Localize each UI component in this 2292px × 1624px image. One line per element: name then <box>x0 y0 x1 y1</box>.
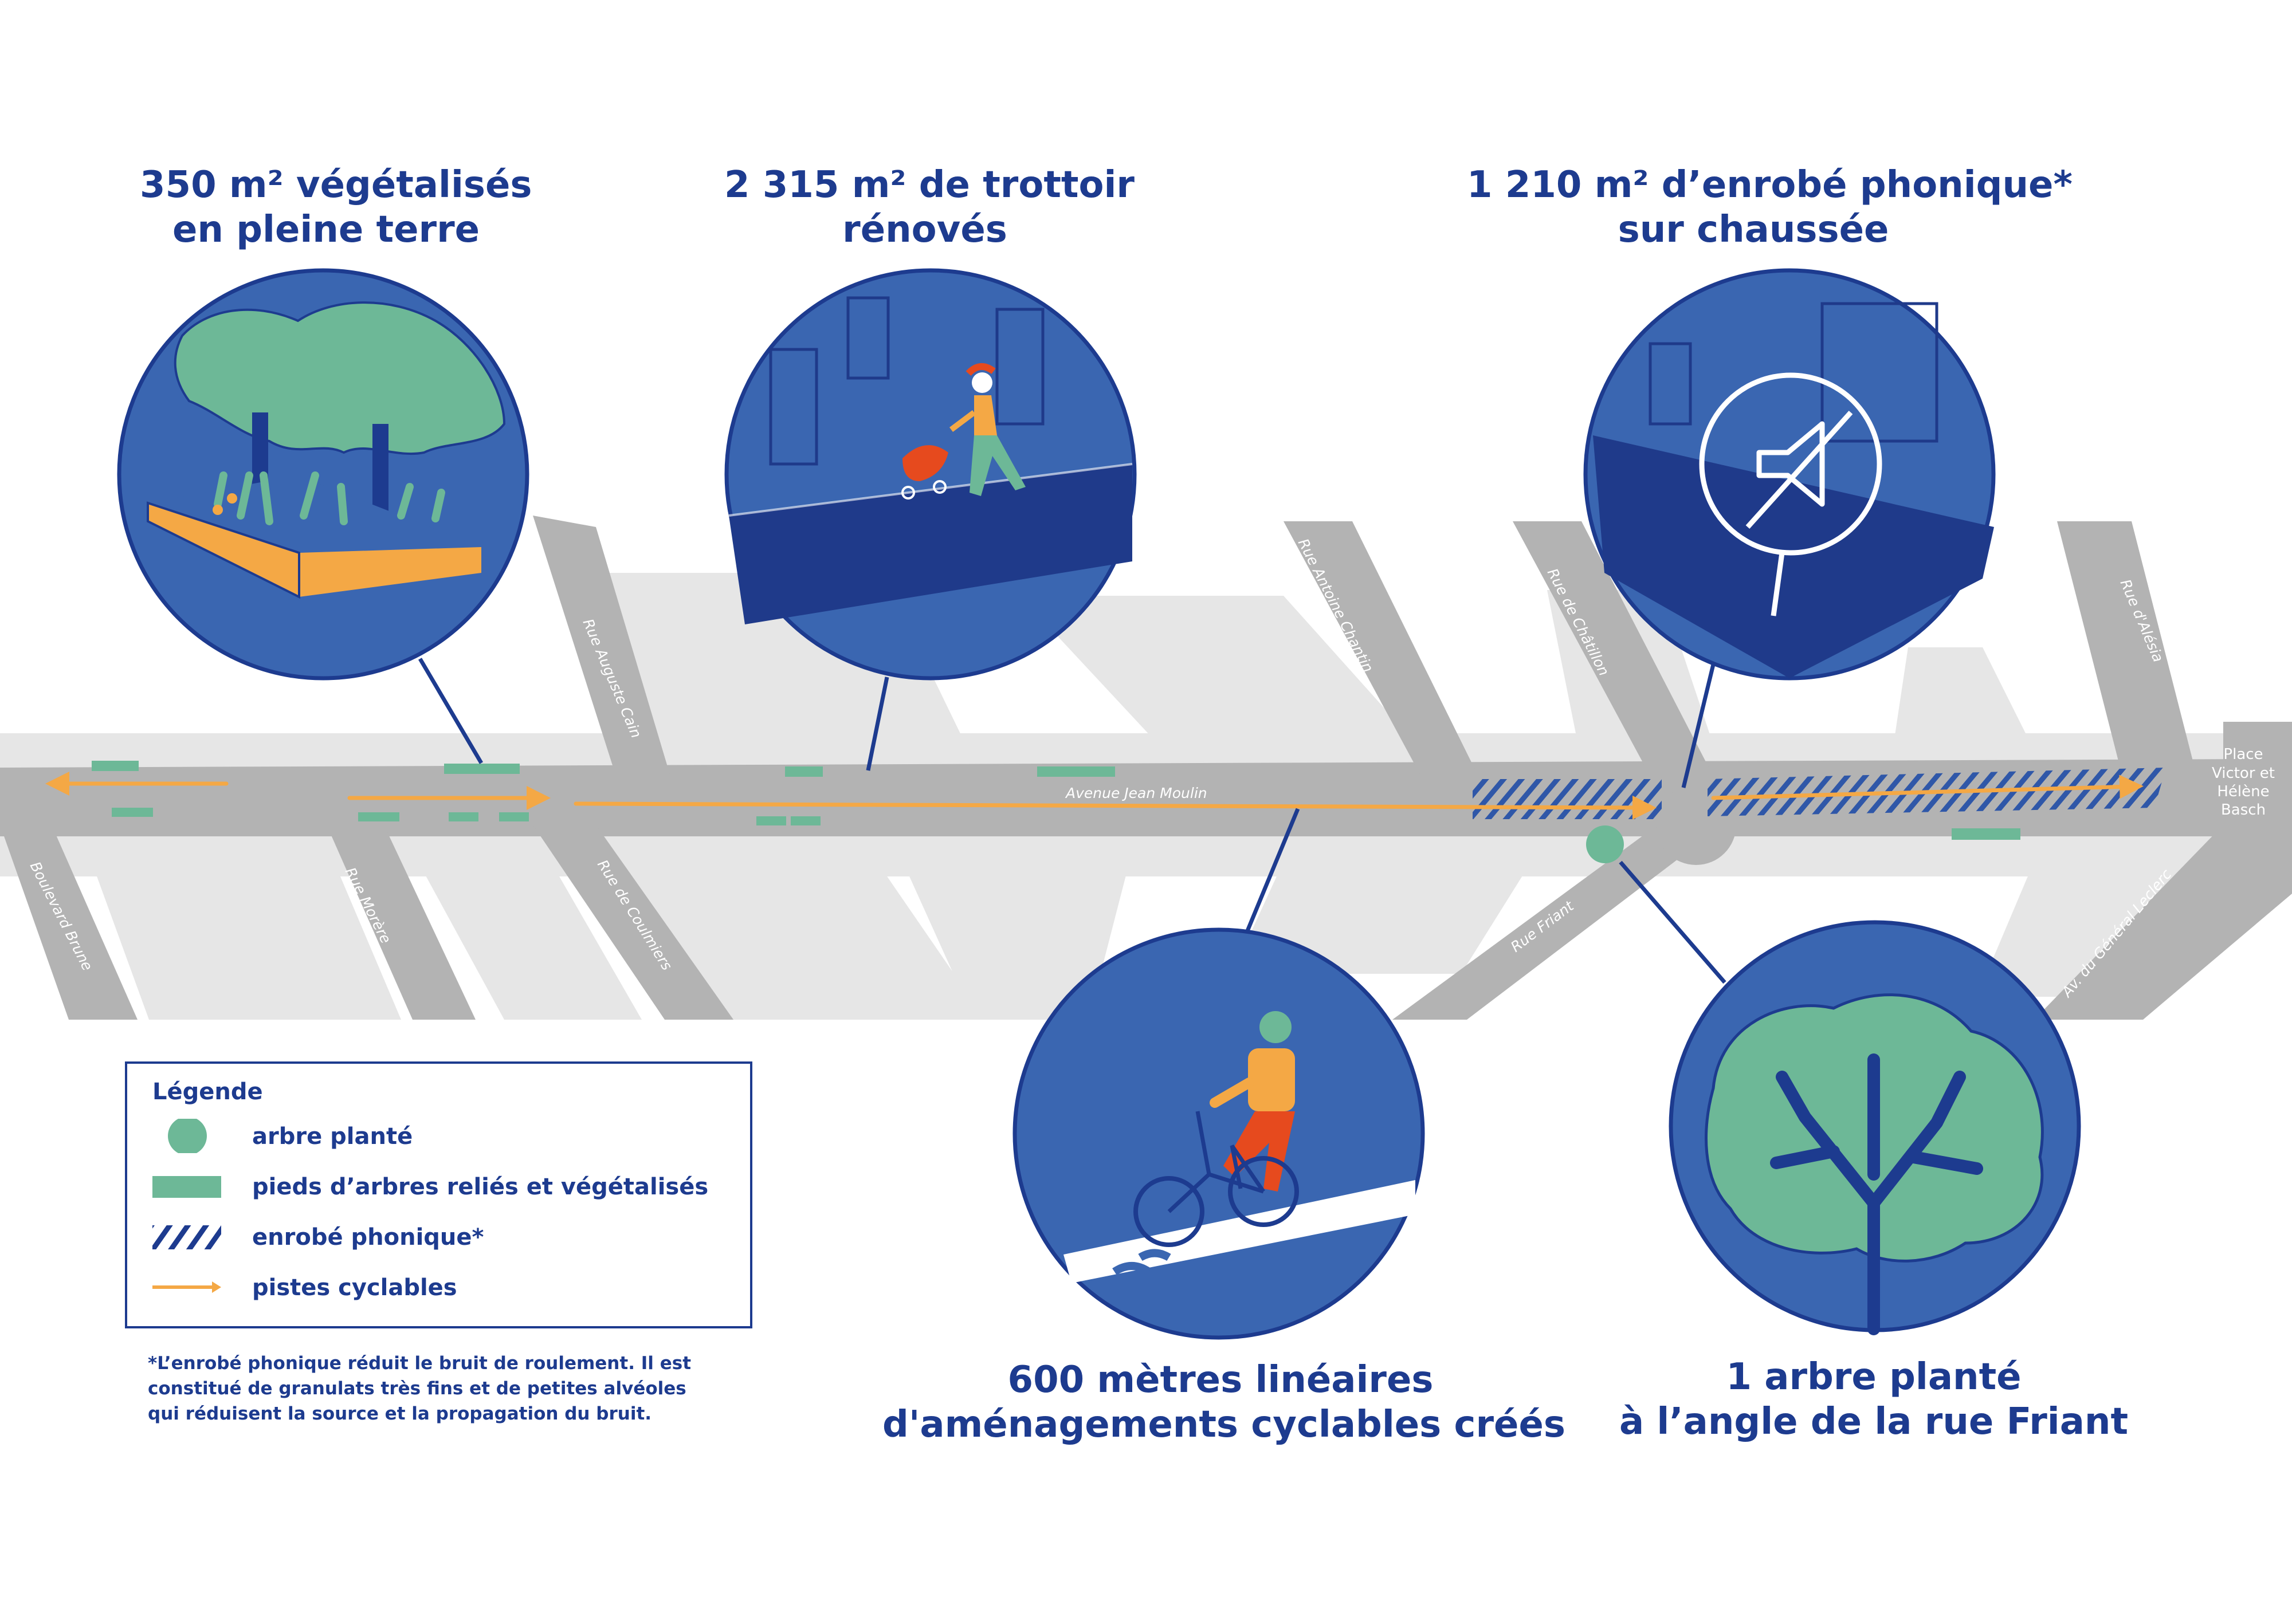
headline-cycling-line1: 600 mètres linéaires <box>1007 1359 1434 1401</box>
headline-asphalt-line2: sur chaussée <box>1618 209 1889 251</box>
roads <box>0 516 2292 1020</box>
place-label-line4: Basch <box>2221 801 2266 819</box>
legend: Légende arbre planté pieds d’arbres reli… <box>125 1061 752 1328</box>
headline-cycling: 600 mètres linéaires d'aménagements cycl… <box>882 1358 1565 1447</box>
bike-lanes <box>45 772 2144 820</box>
cyclist-icon <box>1012 927 1425 1340</box>
legend-row-tree-pits: pieds d’arbres reliés et végétalisés <box>127 1169 750 1204</box>
headline-cycling-line2: d'aménagements cyclables créés <box>882 1403 1565 1446</box>
hatch-icon <box>152 1225 221 1249</box>
arrow-right-icon <box>152 1281 221 1293</box>
headline-sidewalk-line1: 2 315 m² de trottoir <box>724 164 1135 206</box>
legend-row-bike-lanes: pistes cyclables <box>127 1270 750 1304</box>
street-label-main: Avenue Jean Moulin <box>1065 785 1207 801</box>
footnote-line1: *L’enrobé phonique réduit le bruit de ro… <box>148 1353 692 1374</box>
headline-tree-line2: à l’angle de la rue Friant <box>1619 1401 2129 1443</box>
headline-vegetation-line1: 350 m² végétalisés <box>140 164 532 206</box>
footnote-line2: constitué de granulats très fins et de p… <box>148 1378 686 1399</box>
place-label-line2: Victor et <box>2212 765 2275 782</box>
headline-tree-line1: 1 arbre planté <box>1726 1356 2022 1398</box>
headline-vegetation: 350 m² végétalisés en pleine terre <box>140 163 532 252</box>
place-label-line3: Hélène <box>2217 783 2269 800</box>
circle-icon <box>168 1119 207 1153</box>
city-blocks <box>0 573 2292 1020</box>
callout-lines <box>418 658 1726 984</box>
legend-title: Légende <box>152 1079 263 1105</box>
footnote-line3: qui réduisent la source et la propagatio… <box>148 1403 652 1424</box>
legend-row-asphalt: enrobé phonique* <box>127 1220 750 1254</box>
planter-trees-icon <box>117 268 529 681</box>
tree-pits <box>92 761 2020 840</box>
headline-sidewalk-line2: rénovés <box>842 209 1007 251</box>
legend-row-tree: arbre planté <box>127 1119 750 1153</box>
rectangle-icon <box>152 1176 221 1198</box>
headline-asphalt-line1: 1 210 m² d’enrobé phonique* <box>1467 164 2073 206</box>
footnote: *L’enrobé phonique réduit le bruit de ro… <box>148 1351 755 1426</box>
legend-label-tree-pits: pieds d’arbres reliés et végétalisés <box>252 1174 709 1200</box>
place-label-line1: Place <box>2223 746 2263 763</box>
planted-tree-marker <box>1586 825 1624 863</box>
tree-icon <box>1669 920 2081 1335</box>
legend-label-bike-lanes: pistes cyclables <box>252 1275 457 1301</box>
legend-label-tree: arbre planté <box>252 1123 413 1150</box>
headline-tree: 1 arbre planté à l’angle de la rue Frian… <box>1604 1355 2143 1444</box>
pedestrian-stroller-icon <box>724 268 1137 681</box>
legend-label-asphalt: enrobé phonique* <box>252 1224 484 1251</box>
headline-vegetation-line2: en pleine terre <box>172 209 480 251</box>
mute-sound-icon <box>1583 268 1996 681</box>
headline-asphalt: 1 210 m² d’enrobé phonique* sur chaussée <box>1467 163 2073 252</box>
headline-sidewalk: 2 315 m² de trottoir rénovés <box>724 163 1135 252</box>
